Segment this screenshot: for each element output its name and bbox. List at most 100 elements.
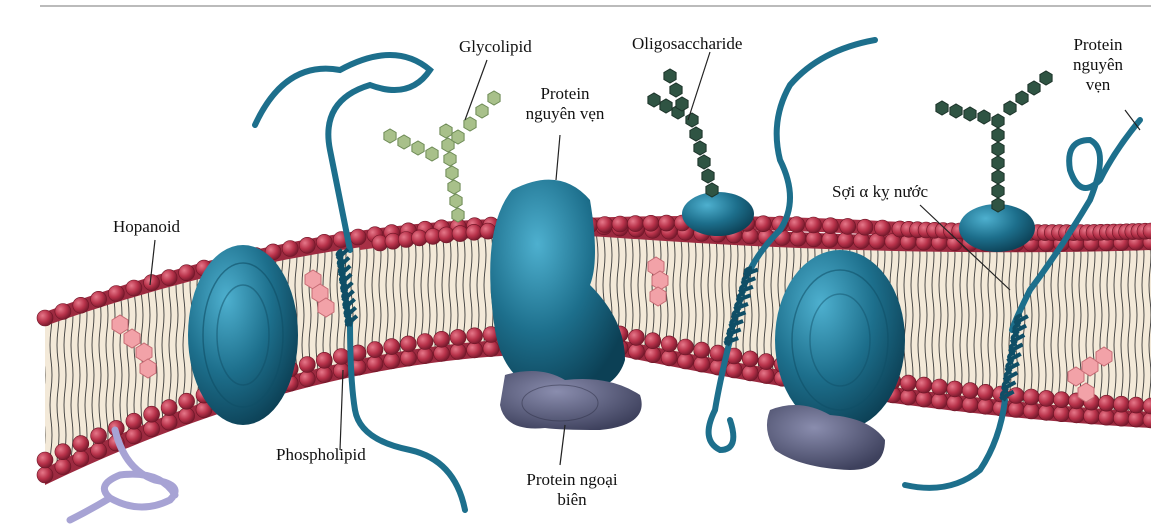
phospholipid-head [645, 347, 661, 363]
phospholipid-head [823, 218, 839, 234]
phospholipid-head [55, 459, 71, 475]
peripheral-protein-label: Protein ngoại biên [497, 470, 647, 510]
phospholipid-head [900, 389, 916, 405]
glycolipid-sugar-chain [384, 91, 500, 222]
oligosaccharide-chain [648, 69, 718, 197]
phospholipid-head [916, 377, 932, 393]
phospholipid-head [434, 331, 450, 347]
phospholipid-head [316, 352, 332, 368]
phospholipid-head [612, 216, 628, 232]
glycolipid-sugar [384, 129, 396, 143]
glycolipid-sugar [412, 141, 424, 155]
oligosaccharide-sugar [950, 104, 962, 118]
phospholipid-head [661, 336, 677, 352]
oligosaccharide-sugar [992, 198, 1004, 212]
phospholipid-head [838, 232, 854, 248]
phospholipid-head [678, 353, 694, 369]
peripheral-protein-center [500, 371, 642, 430]
phospholipid-head [931, 393, 947, 409]
peripheral-protein-label-line2: biên [497, 490, 647, 510]
phospholipid-head [789, 217, 805, 233]
phospholipid-head [91, 443, 107, 459]
phospholipid-head [678, 339, 694, 355]
glycolipid-label: Glycolipid [459, 37, 532, 57]
phospholipid-head [316, 367, 332, 383]
integral-protein-center-label: Protein nguyên vẹn [500, 84, 630, 124]
phospholipid-head [1084, 408, 1100, 424]
phospholipid-head [126, 413, 142, 429]
phospholipid-head [55, 444, 71, 460]
phospholipid-head [1128, 397, 1144, 413]
oligosaccharide-sugar [1016, 91, 1028, 105]
phospholipid-head [350, 229, 366, 245]
phospholipid-head [367, 356, 383, 372]
phospholipid-head [1008, 402, 1024, 418]
glycolipid-sugar [440, 124, 452, 138]
phospholipid-head [1023, 403, 1039, 419]
glycolipid-sugar [448, 180, 460, 194]
phospholipid-head [726, 362, 742, 378]
phospholipid-head [73, 436, 89, 452]
phospholipid-head [126, 428, 142, 444]
glycolipid-sugar [398, 135, 410, 149]
integral-protein-right-label-line1: Protein [1058, 35, 1138, 55]
oligosaccharide-sugar [676, 97, 688, 111]
phospholipid-head [400, 350, 416, 366]
phospholipid-head [91, 428, 107, 444]
glycolipid-sugar [476, 104, 488, 118]
phospholipid-head [1023, 389, 1039, 405]
glycolipid-sugar [444, 152, 456, 166]
oligosaccharide-sugar [992, 114, 1004, 128]
glycolipid-sugar [452, 130, 464, 144]
phospholipid-head [37, 310, 53, 326]
oligosaccharide-sugar [706, 183, 718, 197]
phospholipid-head [126, 280, 142, 296]
oligosaccharide-sugar [964, 107, 976, 121]
integral-protein-center-label-line2: nguyên vẹn [500, 104, 630, 124]
phospholipid-head [450, 344, 466, 360]
phospholipid-head [1069, 407, 1085, 423]
oligosaccharide-sugar [992, 184, 1004, 198]
phospholipid-head [450, 329, 466, 345]
phospholipid-head [144, 275, 160, 291]
phospholipid-head [467, 342, 483, 358]
oligosaccharide-sugar [702, 169, 714, 183]
phospholipid-head [37, 467, 53, 483]
phospholipid-head [144, 421, 160, 437]
phospholipid-head [400, 336, 416, 352]
oligosaccharide-sugar [670, 83, 682, 97]
phospholipid-head [947, 381, 963, 397]
integral-protein-right-label-line3: vẹn [1058, 75, 1138, 95]
oligosaccharide-sugar [686, 113, 698, 127]
phospholipid-head [1054, 406, 1070, 422]
phospholipid-head [978, 398, 994, 414]
oligosaccharide-sugar [992, 128, 1004, 142]
phospholipid-head [874, 220, 890, 236]
phospholipid-head [452, 226, 468, 242]
phospholipid-head [73, 451, 89, 467]
phospholipid-head [900, 375, 916, 391]
phospholipid-head [179, 265, 195, 281]
phospholipid-head [758, 354, 774, 370]
phospholipid-head [161, 270, 177, 286]
phospholipid-head [645, 333, 661, 349]
peripheral-protein-label-line1: Protein ngoại [497, 470, 647, 490]
phospholipid-head [1113, 396, 1129, 412]
alpha-helix-label: Sợi α kỵ nước [832, 182, 928, 202]
phospholipid-head [962, 397, 978, 413]
phospholipid-head [758, 368, 774, 384]
phospholipid-head [333, 363, 349, 379]
phospholipid-head [916, 391, 932, 407]
phospholipid-head [179, 393, 195, 409]
glycolipid-sugar [488, 91, 500, 105]
oligosaccharide-sugar [698, 155, 710, 169]
phospholipid-head [627, 216, 643, 232]
oligosaccharide-sugar [690, 127, 702, 141]
oligosaccharide-chain-right [936, 71, 1052, 212]
phospholipid-head [179, 408, 195, 424]
oligosaccharide-sugar [660, 99, 672, 113]
phospholipid-head [367, 342, 383, 358]
oligosaccharide-sugar [694, 141, 706, 155]
oligosaccharide-sugar [664, 69, 676, 83]
